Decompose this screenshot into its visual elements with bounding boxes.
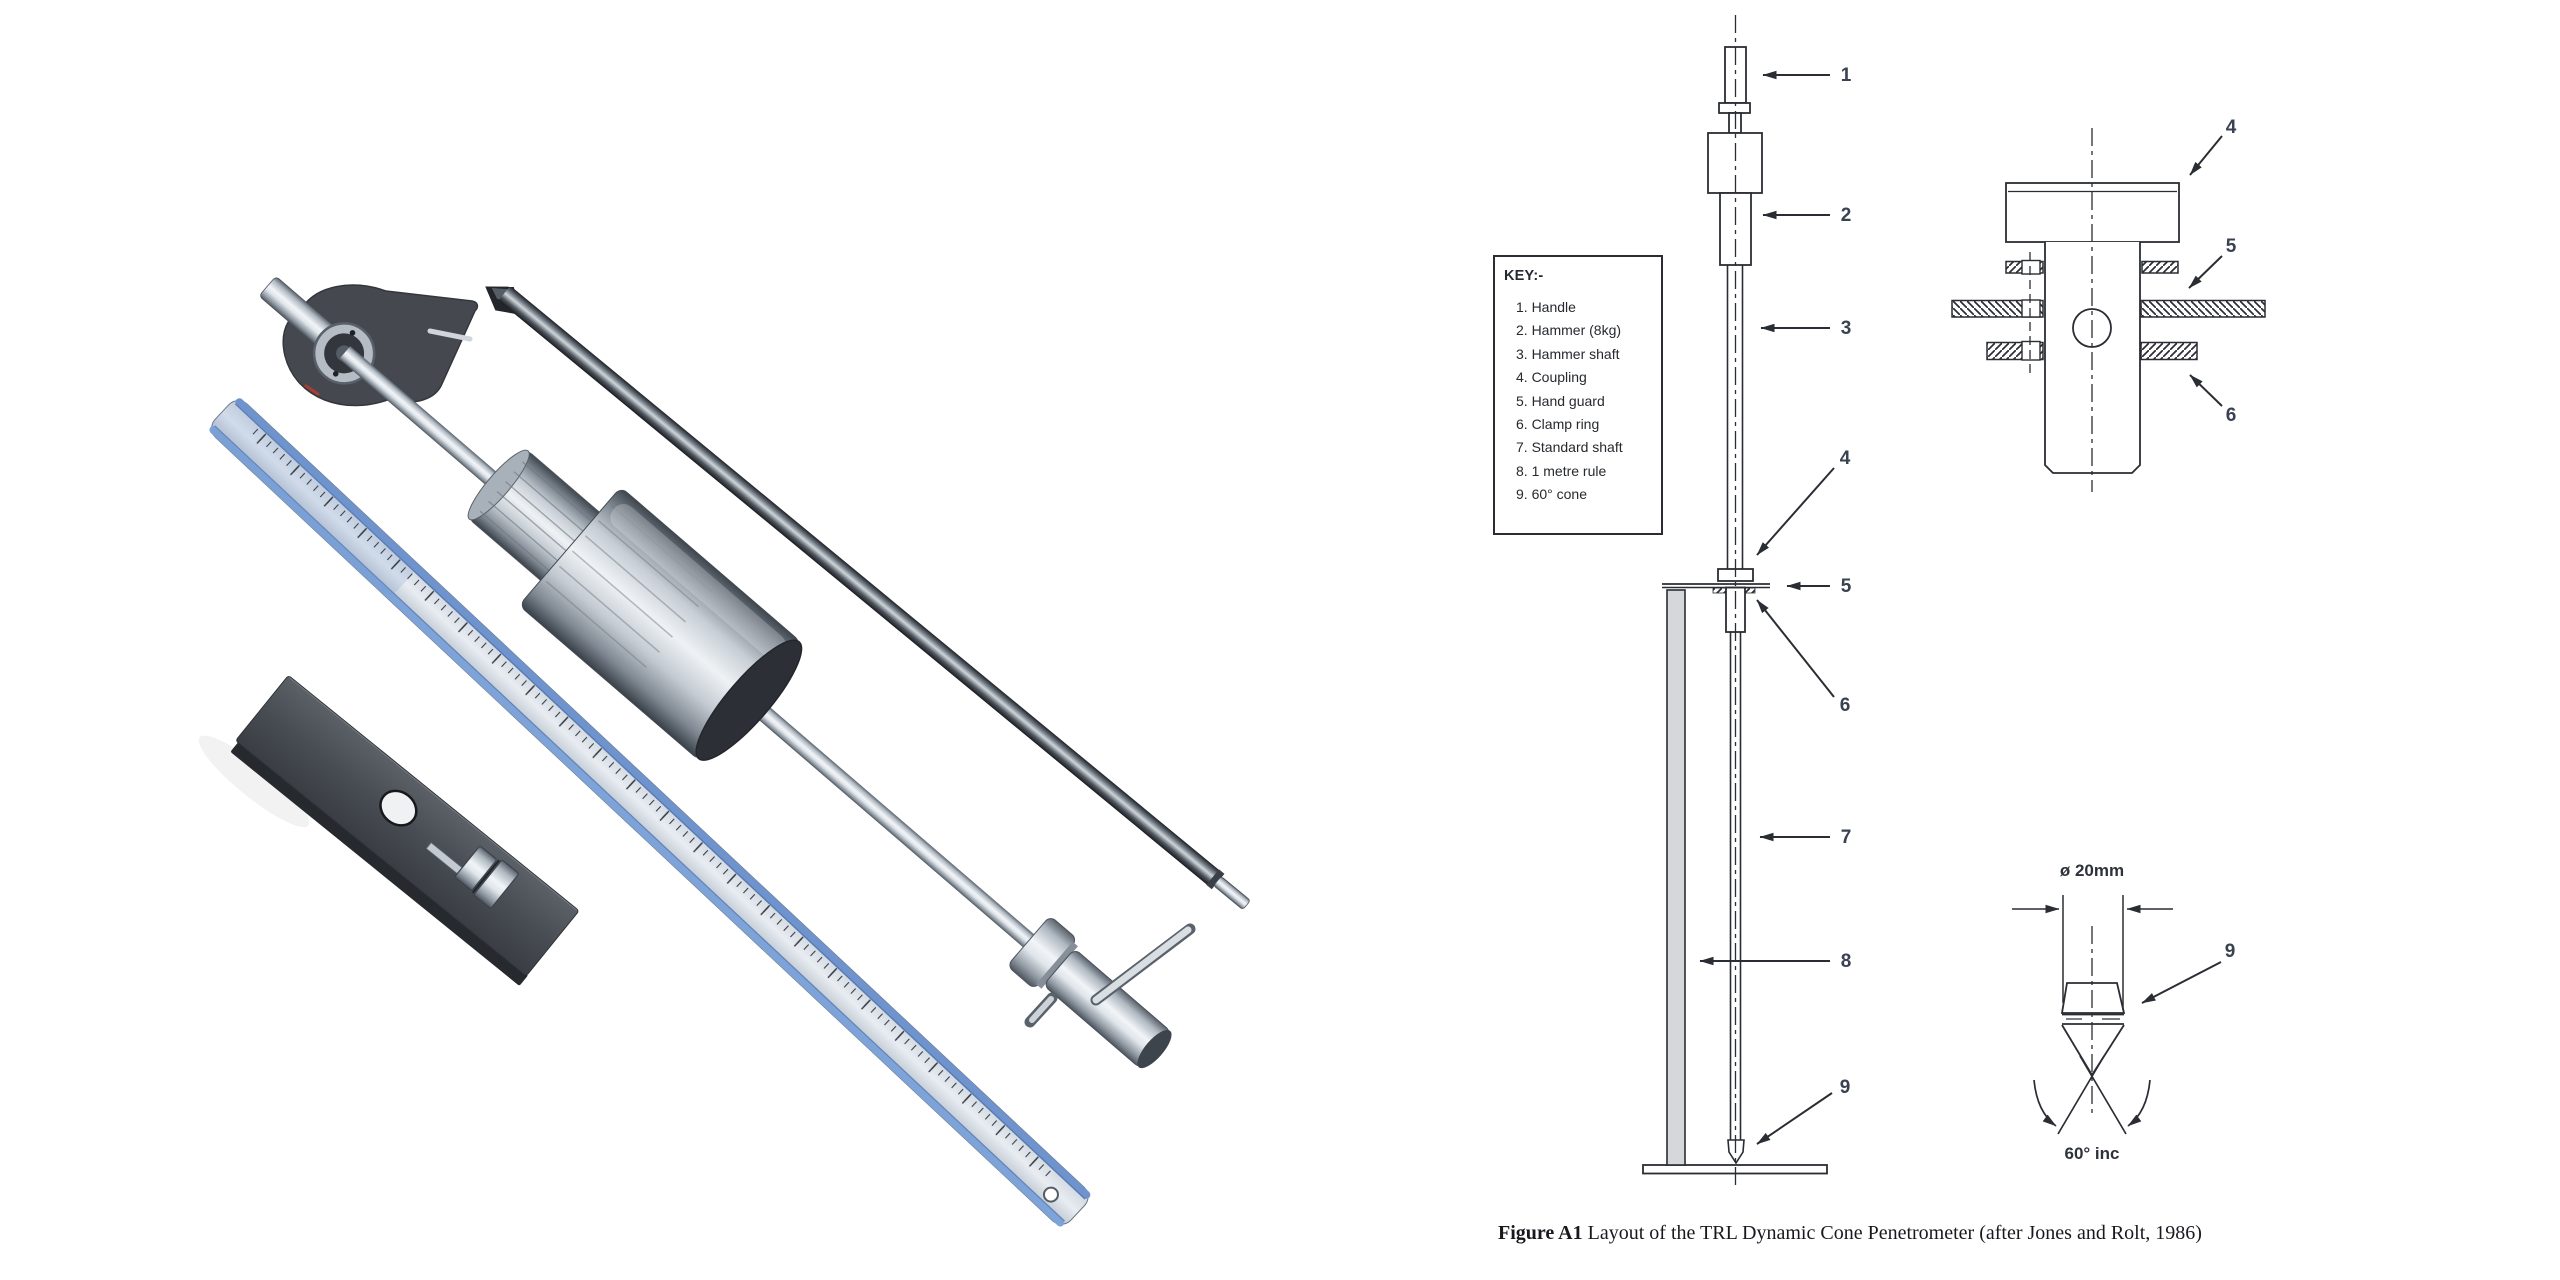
diagram-label-9: 9 xyxy=(1840,1077,1851,1098)
key-item-7: 7. Standard shaft xyxy=(1516,439,1623,456)
hammer-shaft-assembly xyxy=(260,277,1172,1069)
key-item-4: 4. Coupling xyxy=(1516,369,1587,386)
base-plate-hole xyxy=(379,789,418,827)
detail-label-9: 9 xyxy=(2225,941,2236,962)
detail-label-5: 5 xyxy=(2226,236,2237,257)
diagram-label-3: 3 xyxy=(1841,318,1852,339)
coupling-detail: 4 5 6 xyxy=(1951,117,2266,492)
detail-label-4: 4 xyxy=(2226,117,2237,138)
anvil-t-handle xyxy=(1090,923,1196,1006)
clamp-bolt-blocks xyxy=(2021,259,2041,361)
angle-arc-arrows xyxy=(2033,1079,2151,1127)
diagram-label-6: 6 xyxy=(1840,695,1851,716)
diagram-label-8: 8 xyxy=(1841,951,1852,972)
coupling-spigot xyxy=(1214,877,1250,909)
figure-caption: Figure A1 Layout of the TRL Dynamic Cone… xyxy=(1498,1222,2298,1245)
diagram-label-7: 7 xyxy=(1841,827,1852,848)
key-item-6: 6. Clamp ring xyxy=(1516,416,1600,433)
equipment-photo xyxy=(198,277,1250,1227)
key-item-5: 5. Hand guard xyxy=(1516,392,1605,409)
dcp-diagram: 1 2 3 4 5 6 7 8 9 xyxy=(1642,15,2266,1190)
key-item-1: 1. Handle xyxy=(1516,299,1576,315)
hand-guard-lines xyxy=(1662,583,1770,594)
key-box: KEY:- 1. Handle 2. Hammer (8kg) 3. Hamme… xyxy=(1493,255,1663,535)
detail-label-6: 6 xyxy=(2226,405,2237,426)
cone-diameter-label: ø 20mm xyxy=(2060,861,2124,880)
metre-rule-shape xyxy=(1666,589,1686,1166)
key-item-9: 9. 60° cone xyxy=(1516,486,1587,503)
anvil-peg xyxy=(1024,992,1058,1028)
figure-caption-number: Figure A1 xyxy=(1498,1222,1583,1244)
key-title: KEY:- xyxy=(1504,268,1544,284)
key-item-8: 8. 1 metre rule xyxy=(1516,462,1607,479)
cone-angle-label: 60° inc xyxy=(2065,1144,2120,1163)
hand-guard-section xyxy=(1951,299,2266,318)
main-leaders xyxy=(1699,70,1835,1145)
dimension-lines xyxy=(2012,895,2173,1010)
key-item-3: 3. Hammer shaft xyxy=(1516,345,1620,362)
base-plate xyxy=(198,676,579,986)
rule-hanging-hole xyxy=(1042,1186,1059,1203)
detail-leaders xyxy=(2188,135,2223,407)
hammer-photo xyxy=(467,449,803,761)
base-plate-clamp xyxy=(425,841,519,909)
diagram-label-4: 4 xyxy=(1840,448,1851,469)
cone-shaft-photo xyxy=(485,286,1250,909)
anvil-photo xyxy=(1009,918,1172,1069)
key-item-2: 2. Hammer (8kg) xyxy=(1516,322,1622,339)
guard-plate-slot xyxy=(427,328,473,342)
standard-shaft-lines xyxy=(1729,632,1742,1141)
diagram-label-1: 1 xyxy=(1841,65,1852,86)
metre-rule-photo xyxy=(209,398,1091,1227)
hammer-shaft-lines xyxy=(1726,265,1744,569)
diagram-label-2: 2 xyxy=(1841,205,1852,226)
diagram-label-5: 5 xyxy=(1841,576,1852,597)
angle-lines xyxy=(2057,1055,2127,1135)
cone-leader xyxy=(2141,961,2222,1004)
cone-detail: ø 20mm xyxy=(2012,861,2235,1163)
figure-caption-text: Layout of the TRL Dynamic Cone Penetrome… xyxy=(1587,1222,2202,1244)
